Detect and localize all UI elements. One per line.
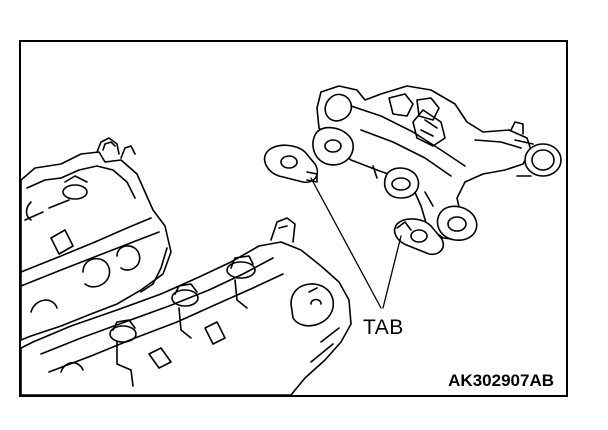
cylinder-head-right xyxy=(21,217,352,395)
gasket-left xyxy=(263,144,319,184)
diagram-frame: TAB AK302907AB xyxy=(19,40,568,397)
water-outlet-fitting xyxy=(312,85,562,241)
figure-code: AK302907AB xyxy=(448,371,554,390)
cylinder-head-left xyxy=(21,137,172,341)
engine-diagram xyxy=(21,85,562,395)
tab-leader-lines xyxy=(310,177,402,309)
tab-callout-label: TAB xyxy=(363,316,404,339)
gasket-right xyxy=(393,218,445,256)
